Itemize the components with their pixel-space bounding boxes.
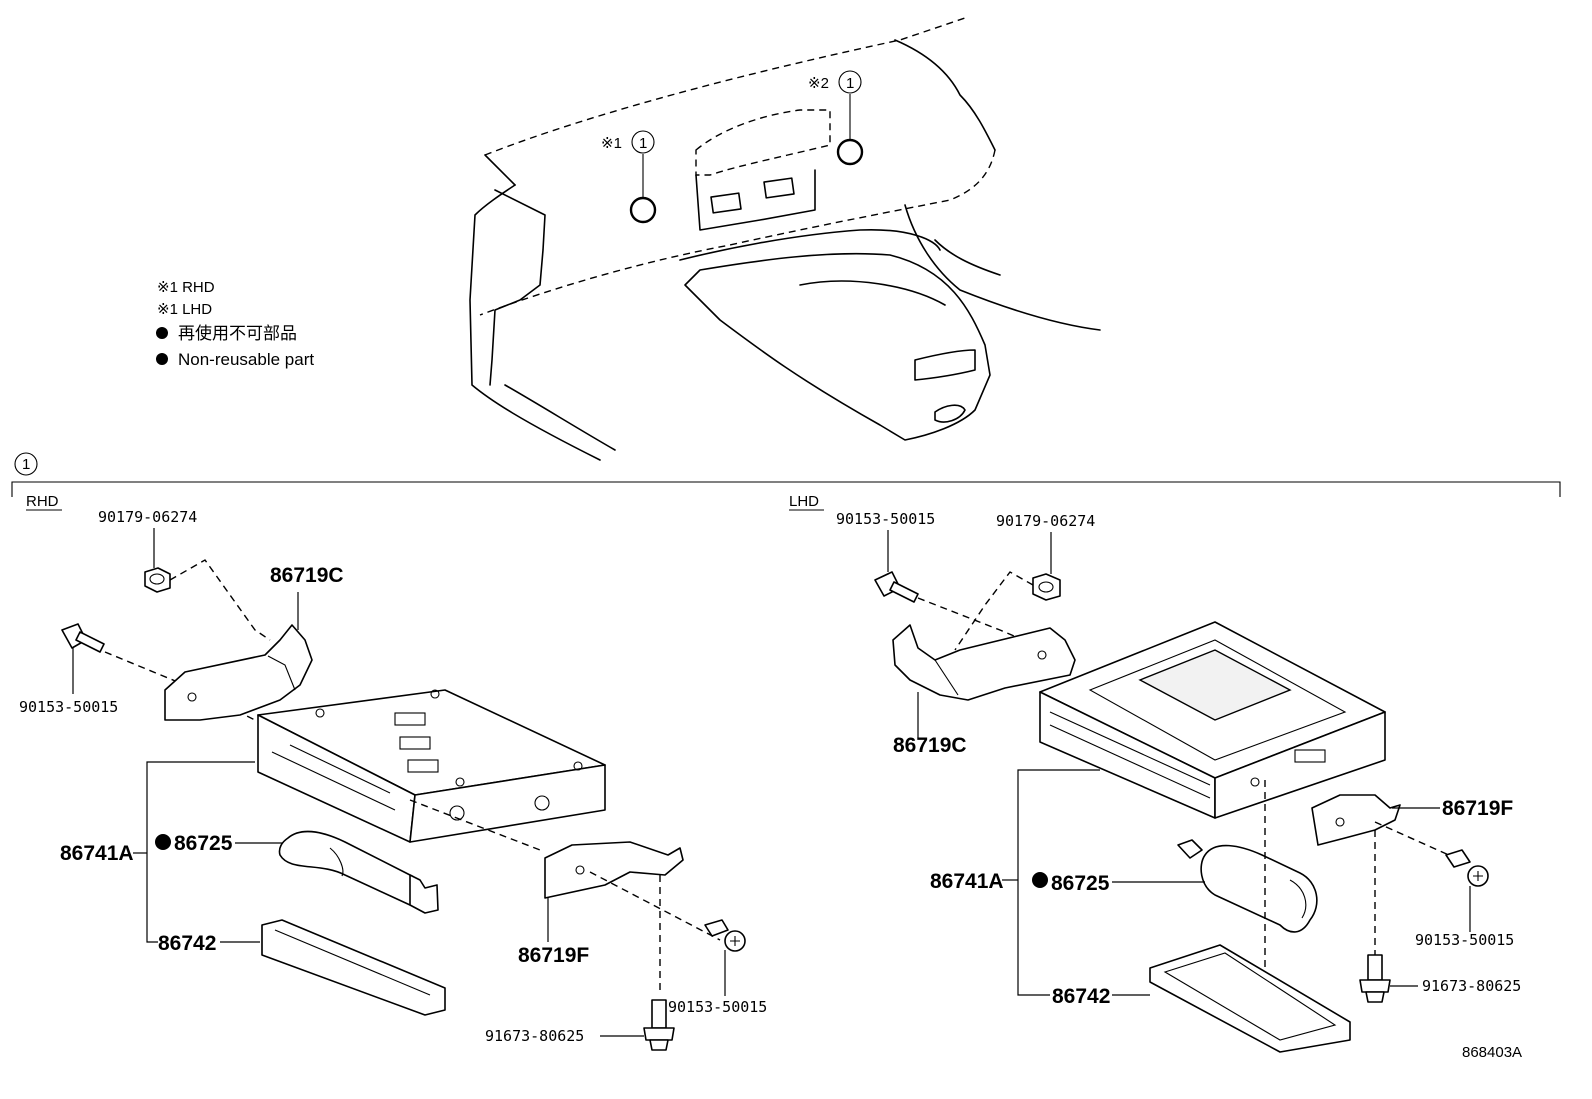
lhd-label-bracket-c: 86719C [893, 734, 967, 757]
rhd-label-bolt-left: 90153-50015 [19, 698, 118, 716]
rhd-label-cover: 86742 [158, 932, 216, 955]
legend: ※1 RHD ※1 LHD 再使用不可部品 Non-reusable part [156, 279, 314, 369]
bracket-c-rhd [164, 624, 313, 721]
bolt-icon [1445, 849, 1489, 887]
bolt-icon [1359, 954, 1391, 1003]
bolt-icon [61, 623, 105, 653]
marker-1-number: 1 [639, 135, 647, 152]
rhd-label-bolt-right: 90153-50015 [668, 998, 767, 1016]
non-reusable-mark-icon [1032, 872, 1048, 888]
bolt-icon [704, 919, 746, 952]
cover-rhd [261, 919, 446, 1016]
illustration-id: 868403A [1462, 1044, 1522, 1061]
rhd-label-bracket-f: 86719F [518, 944, 589, 967]
legend-rhd-note: ※1 RHD [157, 279, 215, 296]
legend-non-reusable-en: Non-reusable part [178, 350, 314, 369]
lhd-label-bracket-f: 86719F [1442, 797, 1513, 820]
lhd-label-assembly: 86741A [930, 870, 1004, 893]
marker-2-prefix: ※2 [808, 75, 829, 92]
rhd-label-bolt-bottom: 91673-80625 [485, 1027, 584, 1045]
rhd-label-assembly: 86741A [60, 842, 134, 865]
lhd-label-bolt-top: 90153-50015 [836, 510, 935, 528]
lhd-label-bolt-bottom: 91673-80625 [1422, 977, 1521, 995]
battery-lhd [1177, 839, 1318, 933]
battery-rhd [278, 830, 439, 914]
nut-icon [1032, 573, 1061, 601]
rhd-heading: RHD [26, 493, 59, 510]
lhd-label-bolt-right: 90153-50015 [1415, 931, 1514, 949]
bracket-f-rhd [544, 841, 684, 899]
lhd-label-cover: 86742 [1052, 985, 1110, 1008]
lhd-assembly [874, 530, 1489, 1053]
bullet-icon [156, 353, 168, 365]
dashboard-overview [469, 17, 1101, 461]
marker-2-number: 1 [846, 75, 854, 92]
section-callout-circle [14, 452, 38, 476]
bracket-c-lhd [892, 624, 1076, 701]
bolt-icon [643, 999, 675, 1051]
non-reusable-mark-icon [155, 834, 171, 850]
rhd-assembly [61, 528, 746, 1051]
rhd-label-bracket-c: 86719C [270, 564, 344, 587]
ecu-unit-rhd [257, 689, 606, 843]
lhd-label-battery: 86725 [1051, 872, 1110, 895]
lhd-label-nut: 90179-06274 [996, 512, 1095, 530]
legend-lhd-note: ※1 LHD [157, 301, 212, 318]
ecu-unit-lhd [1039, 621, 1386, 819]
rhd-label-nut: 90179-06274 [98, 508, 197, 526]
legend-non-reusable-jp: 再使用不可部品 [178, 323, 297, 343]
cover-lhd [1149, 944, 1351, 1053]
rhd-label-battery: 86725 [174, 832, 233, 855]
section-bracket [11, 481, 1561, 497]
marker-1-prefix: ※1 [601, 135, 622, 152]
lhd-heading: LHD [789, 493, 819, 510]
nut-icon [144, 567, 171, 593]
bracket-f-lhd [1311, 794, 1401, 846]
bullet-icon [156, 327, 168, 339]
section-callout-number: 1 [22, 456, 30, 473]
bolt-icon [874, 571, 919, 603]
